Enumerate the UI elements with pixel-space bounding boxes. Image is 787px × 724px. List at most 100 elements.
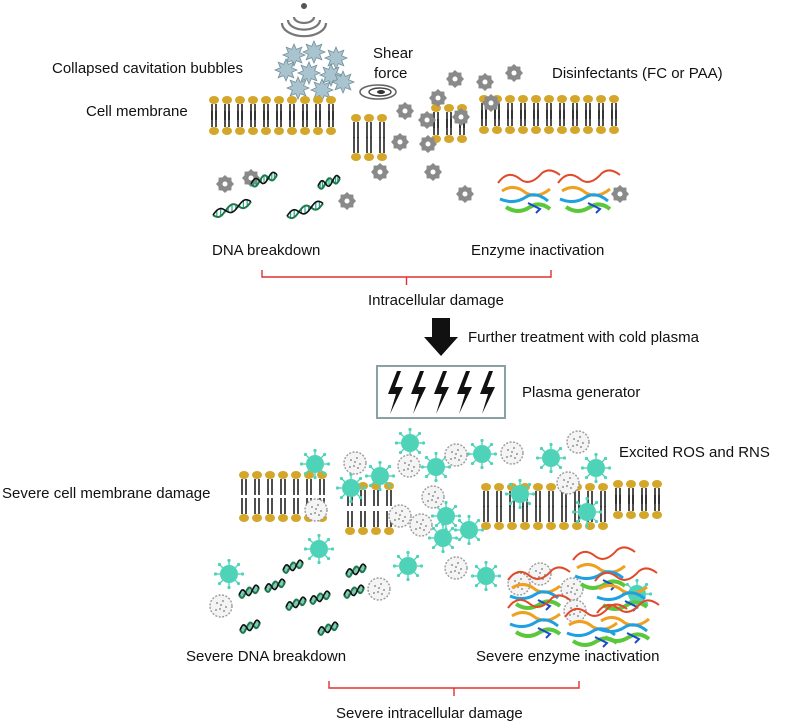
rns-dot xyxy=(566,485,568,487)
ros-spike-tip xyxy=(406,550,410,555)
shear-swirl xyxy=(368,87,392,97)
dna-strand xyxy=(250,171,278,185)
lipid-head xyxy=(596,95,606,103)
ros-core xyxy=(578,503,596,521)
enzyme-coil xyxy=(537,599,552,611)
ros-spike-tip xyxy=(236,581,241,586)
lipid xyxy=(598,483,608,507)
ros-spike-tip xyxy=(419,564,424,568)
lipid-head xyxy=(444,104,454,112)
lipid-head xyxy=(572,522,582,530)
gear-icon xyxy=(419,135,437,153)
ros-spike-tip xyxy=(217,581,222,586)
lipid-head xyxy=(384,527,394,535)
lipid-head xyxy=(544,95,554,103)
lipid xyxy=(481,483,491,507)
enzyme-coil xyxy=(572,546,636,561)
lipid xyxy=(239,498,249,522)
rns-dot xyxy=(580,446,582,448)
rns-dot xyxy=(404,462,406,464)
ros-spike-tip xyxy=(349,472,353,477)
lipid-head xyxy=(533,522,543,530)
rns-dot xyxy=(539,572,541,574)
ros-spike-tip xyxy=(450,526,455,531)
ros-spike-tip xyxy=(493,564,498,569)
lipid-head xyxy=(639,511,649,519)
rns-dot xyxy=(425,525,427,527)
lipid xyxy=(252,498,262,522)
rns-dot xyxy=(315,508,317,510)
lipid-head xyxy=(559,522,569,530)
lipid-head xyxy=(248,96,258,104)
ros-spike-tip xyxy=(378,487,382,492)
enzyme-inactivation-label: Enzyme inactivation xyxy=(471,242,605,259)
lipid-head xyxy=(531,95,541,103)
ros-spike-tip xyxy=(603,475,608,480)
lipid-head xyxy=(596,126,606,134)
lipid xyxy=(639,480,649,504)
lipid xyxy=(609,95,619,119)
dna-strand xyxy=(238,586,260,599)
lipid xyxy=(278,498,288,522)
lipid-head xyxy=(520,522,530,530)
dna-strand xyxy=(212,198,252,216)
rns-shell xyxy=(367,577,391,601)
ros-spike-tip xyxy=(213,572,218,576)
lipid-head xyxy=(479,126,489,134)
lipid xyxy=(364,114,374,138)
rns-dot xyxy=(577,615,579,617)
lipid-head xyxy=(613,480,623,488)
ros-spike-tip xyxy=(358,476,363,481)
lipid-head xyxy=(313,127,323,135)
collapsed-bubble xyxy=(285,75,311,101)
rns-particle xyxy=(397,454,421,478)
lipid-head xyxy=(507,522,517,530)
rns-dot xyxy=(450,458,452,460)
dna-strand xyxy=(239,619,261,632)
lipid-head xyxy=(351,153,361,161)
lipid-head xyxy=(326,127,336,135)
lipid-head xyxy=(583,126,593,134)
rns-dot xyxy=(514,457,516,459)
gear-icon xyxy=(424,163,442,181)
rns-dot xyxy=(570,487,572,489)
ros-spike-tip xyxy=(644,582,649,587)
ros-spike-tip xyxy=(349,499,353,504)
lipid-head xyxy=(481,522,491,530)
ros-spike-tip xyxy=(466,452,471,456)
ros-spike-tip xyxy=(330,547,335,551)
lipid xyxy=(351,114,361,138)
ros-spike-tip xyxy=(474,564,479,569)
gear-icon xyxy=(476,73,494,91)
dna-strand xyxy=(212,201,252,219)
rns-particle xyxy=(209,594,233,618)
gear-icon xyxy=(418,111,436,129)
rns-dot xyxy=(538,576,540,578)
dna-strand xyxy=(345,565,367,578)
rns-particle xyxy=(304,498,328,522)
rns-dot xyxy=(225,606,227,608)
lipid-head xyxy=(252,471,262,479)
ros-spike-tip xyxy=(431,545,436,550)
ros-spike-tip xyxy=(326,537,331,542)
enzyme-coil xyxy=(598,584,648,595)
lipid-head xyxy=(494,483,504,491)
rns-dot xyxy=(451,451,453,453)
ros-spike-tip xyxy=(299,462,304,466)
dna-strand xyxy=(285,596,307,609)
enzyme-icon xyxy=(596,599,660,644)
dna-icon xyxy=(282,559,304,574)
lipid-head xyxy=(652,480,662,488)
enzyme-coil xyxy=(600,616,650,627)
ultrasound-source xyxy=(301,3,307,9)
lipid xyxy=(291,471,301,495)
dna-strand xyxy=(286,200,324,217)
ros-spike-tip xyxy=(607,466,612,470)
ros-spike-tip xyxy=(339,495,344,500)
dna-strand xyxy=(282,559,304,572)
lipid xyxy=(313,111,323,135)
gear-icon xyxy=(452,108,470,126)
cell-membrane-left xyxy=(209,96,336,135)
rns-dot xyxy=(413,466,415,468)
